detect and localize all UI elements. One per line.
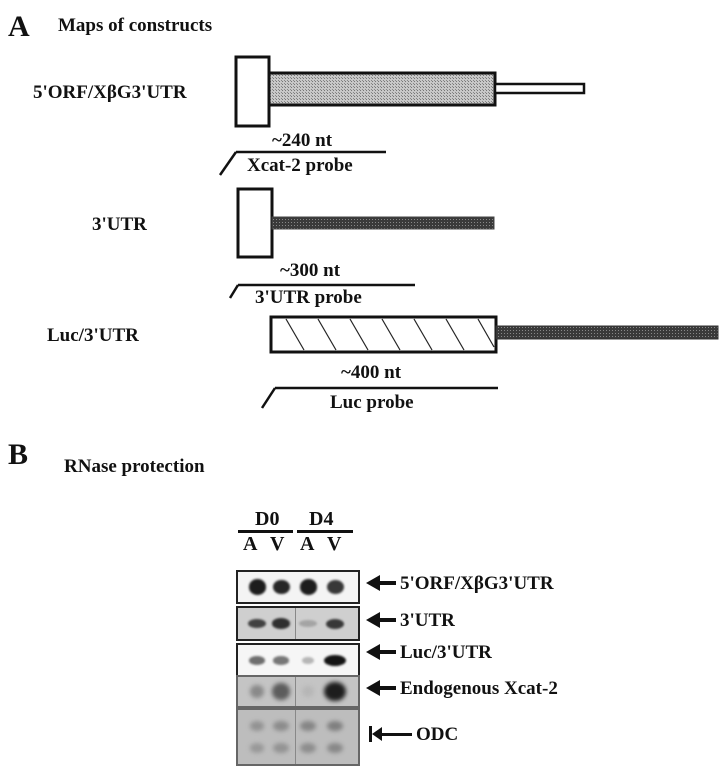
construct-label-luc: Luc/3'UTR — [47, 325, 139, 346]
construct-5orf-diagram — [234, 55, 586, 128]
band-label-row: Endogenous Xcat-2 — [366, 677, 558, 699]
panel-a-letter: A — [8, 10, 30, 43]
group-underline-d4 — [297, 530, 353, 533]
band-lane-1 — [248, 579, 266, 595]
band-lane-4 — [324, 655, 346, 666]
band-lane-3 — [299, 579, 317, 595]
utr-dark-bar — [271, 216, 495, 230]
xcat2-probe-line — [218, 150, 386, 176]
band-lane-4 — [324, 681, 346, 702]
bar-arrow-left-icon — [369, 726, 412, 742]
gel-splice-line — [295, 710, 296, 764]
band-lane-4 — [326, 580, 344, 594]
group-underline-d0 — [238, 530, 293, 533]
arrow-left-icon — [366, 680, 396, 696]
construct-3utr-diagram — [236, 187, 495, 259]
luc-utr-dark-bar — [495, 325, 719, 340]
band-label: Luc/3'UTR — [400, 641, 492, 663]
xcat2-probe-name: Xcat-2 probe — [247, 155, 353, 176]
band-lane-2 — [273, 743, 289, 753]
lane-label-d4-v: V — [327, 533, 342, 555]
band-lane-1 — [249, 656, 265, 665]
arrow-left-icon — [366, 644, 396, 660]
utr-tail-bar — [493, 82, 586, 95]
utr-box — [236, 187, 274, 259]
xbg-utr-stippled-bar — [267, 71, 497, 107]
group-label-d0: D0 — [255, 508, 280, 530]
band-lane-3 — [300, 742, 316, 754]
gel-strip-luc — [236, 643, 360, 678]
band-lane-3 — [302, 657, 314, 664]
band-label-row: Luc/3'UTR — [366, 641, 492, 663]
panel-b-letter: B — [8, 438, 29, 471]
gel-strip-3utr — [236, 606, 360, 641]
panel-b-title: RNase protection — [64, 456, 205, 477]
band-label-row: 5'ORF/XβG3'UTR — [366, 572, 554, 594]
arrow-left-icon — [366, 612, 396, 628]
orf-box — [234, 55, 271, 128]
band-lane-4 — [326, 618, 344, 629]
panel-a-title: Maps of constructs — [58, 15, 213, 36]
band-label-row: 3'UTR — [366, 609, 455, 631]
band-label: 5'ORF/XβG3'UTR — [400, 572, 554, 594]
band-lane-2 — [273, 656, 289, 665]
band-lane-1 — [249, 721, 265, 731]
construct-label-3utr: 3'UTR — [92, 214, 147, 235]
band-lane-1 — [248, 618, 266, 629]
luc-probe-line — [260, 386, 498, 409]
construct-label-5orf: 5'ORF/XβG3'UTR — [33, 82, 187, 103]
gel-strip-endogenous — [236, 675, 360, 708]
luc-probe-size: ~400 nt — [341, 362, 402, 383]
lane-label-d0-a: A — [243, 533, 258, 555]
utr-probe-name: 3'UTR probe — [255, 287, 362, 308]
band-lane-1 — [249, 684, 265, 699]
xcat2-probe-size: ~240 nt — [272, 130, 333, 151]
utr-probe-size: ~300 nt — [280, 260, 341, 281]
band-lane-2 — [272, 683, 290, 700]
band-lane-4 — [326, 720, 344, 732]
gel-strip-5orf — [236, 570, 360, 604]
band-label: ODC — [416, 723, 459, 745]
group-label-d4: D4 — [309, 508, 334, 530]
lane-label-d4-a: A — [300, 533, 315, 555]
arrow-left-icon — [366, 575, 396, 591]
band-lane-2 — [273, 721, 289, 731]
construct-luc-diagram — [269, 315, 719, 354]
band-lane-2 — [272, 579, 290, 595]
band-lane-2 — [272, 618, 290, 629]
utr-probe-line — [228, 283, 415, 299]
band-lane-4 — [326, 742, 344, 754]
lane-label-d0-v: V — [270, 533, 285, 555]
band-lane-1 — [249, 743, 265, 753]
gel-splice-line — [295, 608, 296, 639]
band-label: 3'UTR — [400, 609, 455, 631]
construct-maps — [218, 55, 719, 409]
band-lane-3 — [299, 620, 317, 627]
luc-probe-name: Luc probe — [330, 392, 414, 413]
gel-strip-odc — [236, 708, 360, 766]
band-lane-3 — [300, 720, 316, 732]
band-lane-3 — [302, 685, 314, 698]
band-label: Endogenous Xcat-2 — [400, 677, 558, 699]
band-label-row: ODC — [366, 723, 458, 745]
gel-splice-line — [295, 677, 296, 706]
